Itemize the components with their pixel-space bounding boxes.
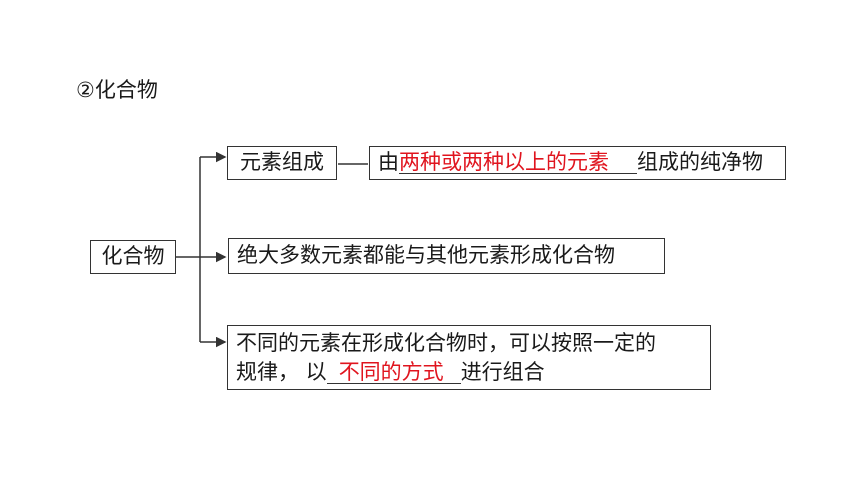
rule-line-2: 规律， 以不同的方式进行组合 (236, 358, 702, 387)
composition-definition-box: 由两种或两种以上的元素组成的纯净物 (369, 146, 786, 180)
root-node-label: 化合物 (101, 244, 165, 268)
definition-prefix: 由 (378, 150, 399, 174)
definition-suffix: 组成的纯净物 (637, 150, 763, 174)
rule-line-2-prefix: 规律， 以 (236, 360, 327, 384)
combination-rule-box: 不同的元素在形成化合物时，可以按照一定的 规律， 以不同的方式进行组合 (227, 325, 711, 390)
fact-box: 绝大多数元素都能与其他元素形成化合物 (228, 238, 665, 274)
page-title: ②化合物 (76, 78, 158, 102)
rule-line-2-suffix: 进行组合 (460, 360, 545, 384)
answer-blank-elements: 两种或两种以上的元素 (399, 151, 637, 174)
composition-node-label: 元素组成 (240, 150, 324, 174)
composition-node: 元素组成 (227, 146, 337, 180)
rule-line-1: 不同的元素在形成化合物时，可以按照一定的 (236, 331, 656, 355)
fact-text: 绝大多数元素都能与其他元素形成化合物 (237, 243, 615, 267)
root-node-compound: 化合物 (90, 240, 176, 274)
answer-blank-way: 不同的方式 (326, 361, 461, 384)
